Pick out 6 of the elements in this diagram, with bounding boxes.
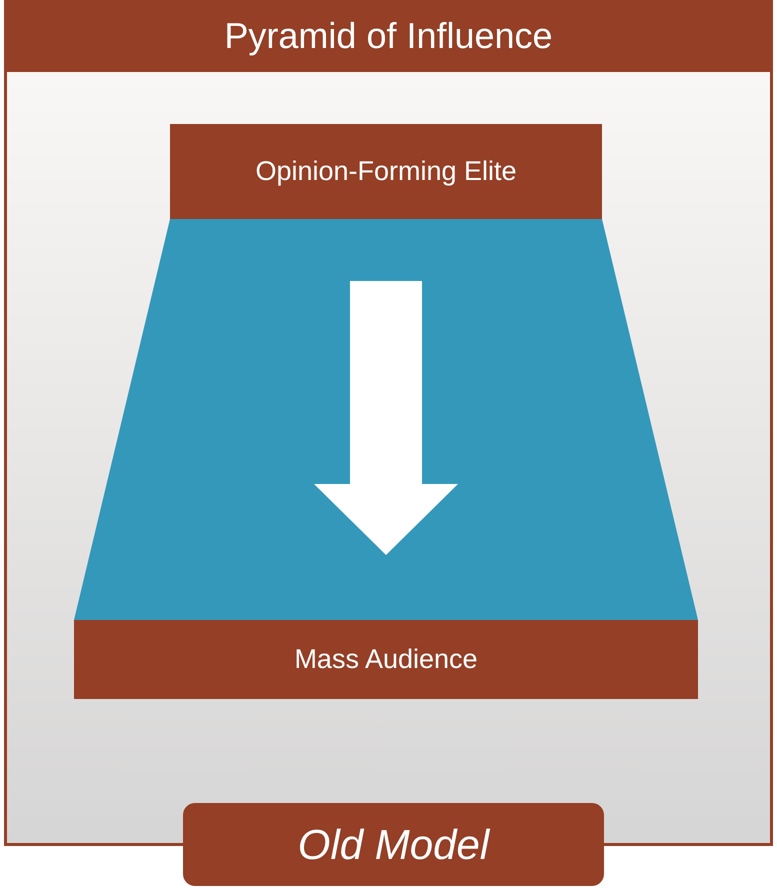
level-box: Mass Audience: [74, 620, 698, 699]
model-label-box: Old Model: [183, 803, 604, 886]
trapezoid-shape: [74, 219, 698, 620]
level-box: Opinion-Forming Elite: [170, 124, 602, 219]
arrow: [314, 281, 458, 555]
title-bar: Pyramid of Influence: [4, 0, 773, 72]
